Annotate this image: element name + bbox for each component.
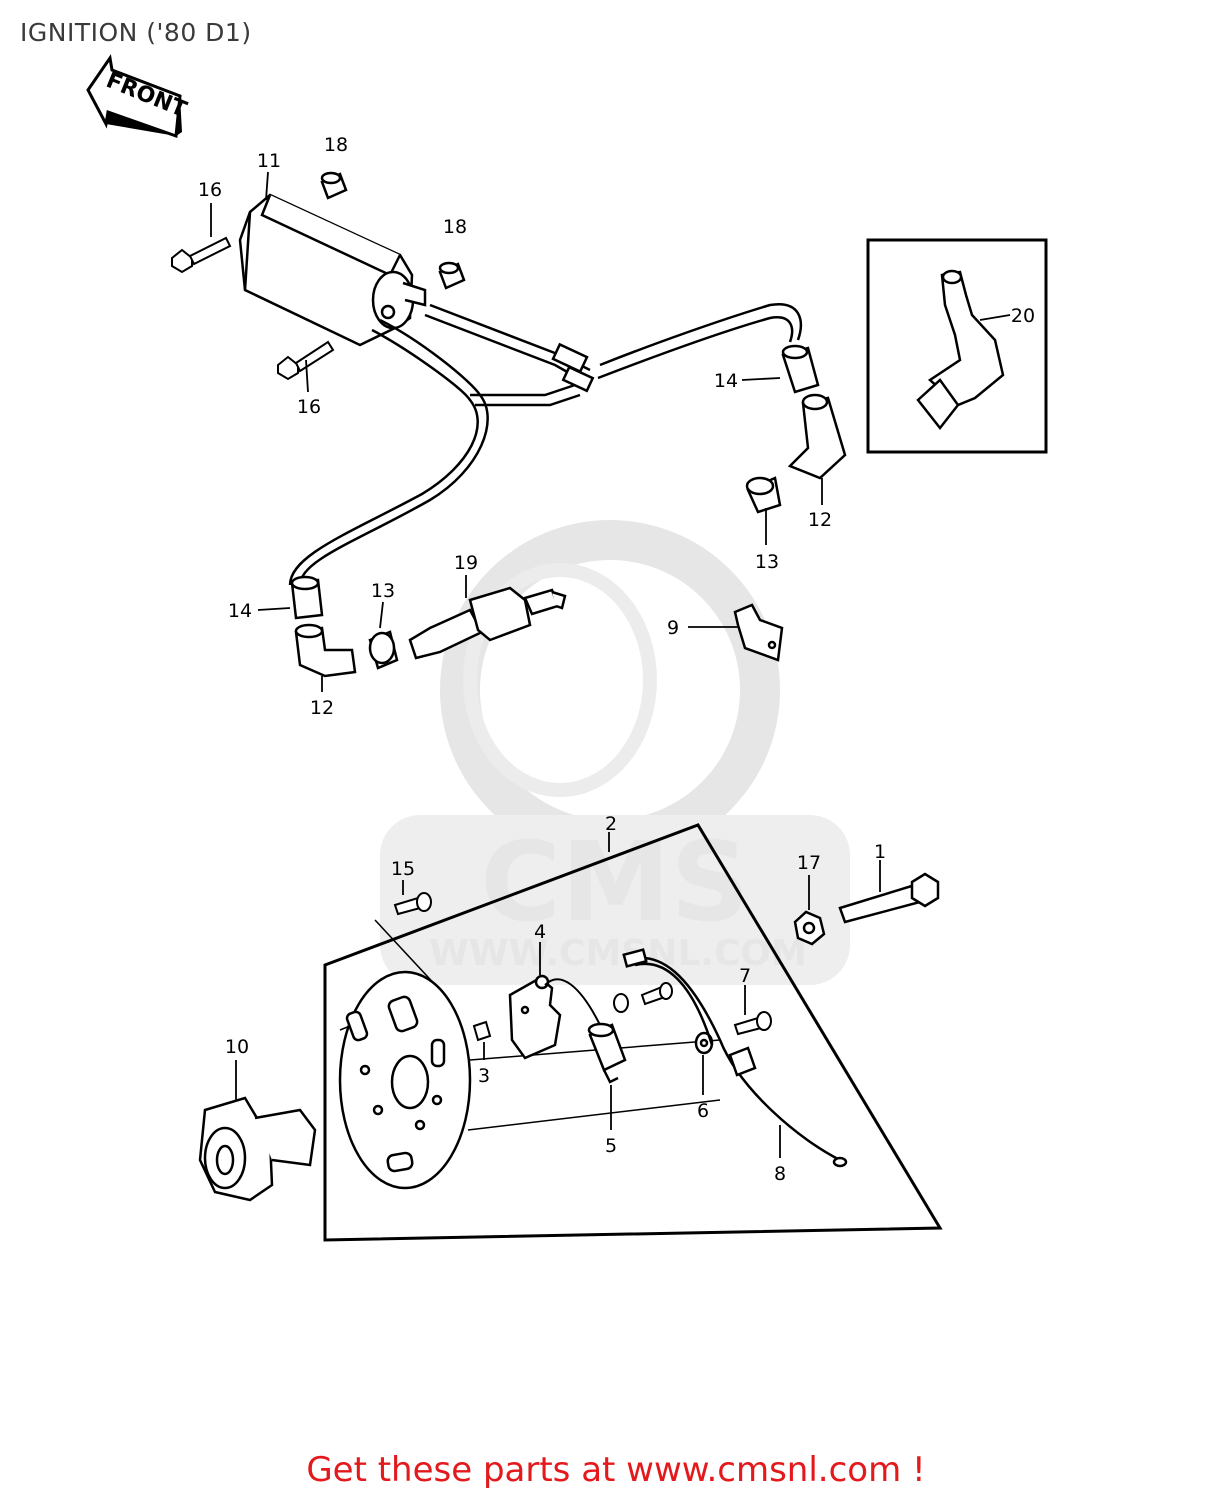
callout-15: 15 — [391, 858, 415, 880]
seal-13-right — [745, 476, 782, 514]
lead-wire-8 — [622, 948, 848, 1168]
callout-18-a: 18 — [324, 134, 348, 156]
callout-12-left: 12 — [310, 697, 334, 719]
callout-14-left: 14 — [228, 600, 252, 622]
nut-17 — [793, 910, 826, 946]
callout-18-b: 18 — [443, 216, 467, 238]
assembly-box-2 — [323, 823, 943, 1242]
contact-breaker-4 — [508, 974, 601, 1060]
callout-2: 2 — [605, 813, 617, 835]
callout-14-right: 14 — [714, 370, 738, 392]
bolt-16-lower — [277, 340, 335, 381]
callout-labels: 1 2 3 4 5 6 7 8 9 10 11 12 12 13 13 14 1… — [198, 134, 1035, 1185]
seal-13-left — [368, 630, 399, 670]
callout-17: 17 — [797, 852, 821, 874]
watermark: CMS WWW.CMSNL.COM — [380, 520, 850, 985]
bolt-16-upper — [171, 236, 232, 274]
washer-screw-upper — [613, 982, 673, 1013]
bolt-1 — [838, 872, 940, 924]
callout-3: 3 — [478, 1065, 490, 1087]
callout-16-lower: 16 — [297, 396, 321, 418]
watermark-mascot-face — [463, 563, 657, 797]
watermark-url-text: WWW.CMSNL.COM — [429, 933, 807, 974]
callout-11: 11 — [257, 150, 281, 172]
cap-18-a — [320, 171, 348, 200]
watermark-main-text: CMS — [480, 818, 749, 946]
screw-7 — [733, 1011, 772, 1036]
clamp-9 — [733, 603, 784, 662]
breaker-plate — [338, 970, 721, 1190]
callout-9: 9 — [667, 617, 679, 639]
watermark-banner — [380, 815, 850, 985]
callout-1: 1 — [874, 841, 886, 863]
advancer-10 — [198, 1096, 317, 1202]
cap-14-left — [290, 575, 324, 620]
callout-4: 4 — [534, 921, 546, 943]
callout-5: 5 — [605, 1135, 617, 1157]
callout-16-upper: 16 — [198, 179, 222, 201]
callout-20: 20 — [1011, 305, 1035, 327]
inset-box — [866, 238, 1048, 454]
footer-parts-link[interactable]: Get these parts at www.cmsnl.com ! — [306, 1450, 926, 1490]
cap-18-b — [438, 261, 466, 290]
callout-10: 10 — [225, 1036, 249, 1058]
callout-13-left: 13 — [371, 580, 395, 602]
callout-13-right: 13 — [755, 551, 779, 573]
cap-12-left — [294, 623, 357, 678]
callout-6: 6 — [697, 1100, 709, 1122]
cap-14-right — [781, 344, 820, 394]
callout-12-right: 12 — [808, 509, 832, 531]
ht-leads — [288, 302, 802, 586]
callout-19: 19 — [454, 552, 478, 574]
callout-8: 8 — [774, 1163, 786, 1185]
ignition-coil — [238, 193, 427, 347]
spark-plug — [408, 586, 567, 660]
cap-12-right — [787, 393, 847, 480]
condenser-5 — [587, 1022, 627, 1084]
callout-7: 7 — [739, 965, 751, 987]
front-arrow-icon: FRONT — [86, 54, 190, 139]
part-3 — [472, 1020, 492, 1042]
leader-lines — [210, 171, 1011, 1158]
page-title: IGNITION ('80 D1) — [20, 18, 252, 47]
